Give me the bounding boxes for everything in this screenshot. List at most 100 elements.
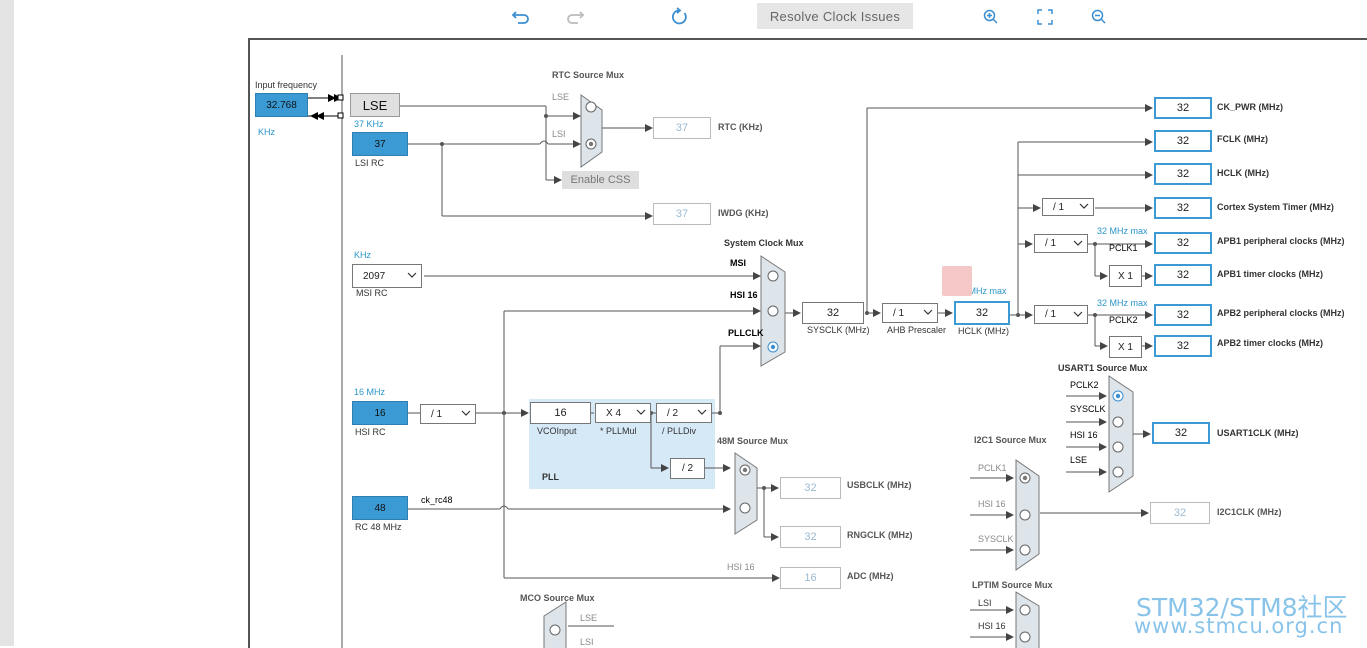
pll-label: PLL <box>542 472 559 482</box>
input-frequency-label: Input frequency <box>255 80 318 90</box>
vco-input-value: 16 <box>530 402 591 424</box>
watermark-line2: www.stmcu.org.cn <box>1134 614 1344 638</box>
mco-mux-shape <box>543 601 567 648</box>
ahb-prescaler-label: AHB Prescaler <box>887 325 947 335</box>
lse-oscillator[interactable]: LSE <box>350 93 400 117</box>
apb2-label: APB2 peripheral clocks (MHz) <box>1217 308 1345 318</box>
lse-frequency-input[interactable]: 32.768 <box>255 93 308 117</box>
usart1-mux-title: USART1 Source Mux <box>1058 363 1148 373</box>
usart1clk-label: USART1CLK (MHz) <box>1217 428 1299 438</box>
lptim-mux-shape <box>1015 591 1040 648</box>
pll-source-divider-select[interactable]: / 1 <box>420 404 476 424</box>
hsi-rc-value[interactable]: 16 <box>352 401 408 425</box>
fit-screen-icon[interactable] <box>1034 6 1056 28</box>
i2c1-in-pclk1: PCLK1 <box>978 463 1007 473</box>
pll-source-divider-value: / 1 <box>431 408 443 420</box>
systimer-output: 32 <box>1154 197 1212 219</box>
zoom-in-icon[interactable] <box>980 6 1002 28</box>
chevron-down-icon <box>1073 240 1083 246</box>
apb1-output: 32 <box>1154 232 1212 254</box>
hclk-output: 32 <box>1154 163 1212 185</box>
zoom-out-icon[interactable] <box>1088 6 1110 28</box>
pclk2-label: PCLK2 <box>1109 315 1138 325</box>
pclk1-label: PCLK1 <box>1109 243 1138 253</box>
iwdg-output: 37 <box>653 203 711 225</box>
msi-range-select[interactable]: 2097 <box>352 264 422 288</box>
usart1clk-output: 32 <box>1152 422 1210 444</box>
chevron-down-icon <box>407 272 417 278</box>
lse-unit: KHz <box>258 127 276 137</box>
redo-icon[interactable] <box>564 6 586 28</box>
48m-mux-title: 48M Source Mux <box>717 436 789 446</box>
sysmux-in-msi: MSI <box>730 258 747 268</box>
rtc-mux-title: RTC Source Mux <box>552 70 625 80</box>
chevron-down-icon <box>697 409 707 415</box>
adc-input-label: HSI 16 <box>727 562 755 572</box>
ahb-prescaler-select[interactable]: / 1 <box>882 303 938 323</box>
hclk-input[interactable]: 32 <box>954 301 1010 325</box>
lptim-in-lsi: LSI <box>978 598 992 608</box>
usart1-in-hsi: HSI 16 <box>1070 430 1098 440</box>
i2c1-in-sysclk: SYSCLK <box>978 534 1014 544</box>
adc-label: ADC (MHz) <box>847 571 894 581</box>
msi-unit: KHz <box>354 250 372 260</box>
clock-wires <box>308 55 1153 648</box>
mco-in-lse: LSE <box>580 613 598 623</box>
left-panel <box>14 0 248 646</box>
system-clock-mux-title: System Clock Mux <box>724 238 804 248</box>
rtc-output-label: RTC (KHz) <box>718 122 763 132</box>
system-mux-shape <box>760 255 786 367</box>
resolve-clock-issues-button[interactable]: Resolve Clock Issues <box>757 3 913 29</box>
rtc-in-lse: LSE <box>552 92 570 102</box>
pll-mul-select[interactable]: X 4 <box>595 403 651 423</box>
lsi-rc-value[interactable]: 37 <box>352 132 408 156</box>
apb2-timer-output: 32 <box>1154 335 1212 357</box>
pll-div-value: / 2 <box>667 407 679 419</box>
mco-mux-title: MCO Source Mux <box>520 593 595 603</box>
hsi-rc-label: HSI RC <box>355 427 386 437</box>
apb1-timer-output: 32 <box>1154 264 1212 286</box>
mco-in-lsi: LSI <box>580 637 594 647</box>
rc48-label: RC 48 MHz <box>355 522 402 532</box>
refresh-icon[interactable] <box>668 6 690 28</box>
sysmux-in-pll: PLLCLK <box>728 328 764 338</box>
hsi-frequency: 16 MHz <box>354 387 386 397</box>
48m-mux-shape <box>734 452 758 535</box>
lptim-in-hsi: HSI 16 <box>978 621 1006 631</box>
apb1-max: 32 MHz max <box>1097 226 1148 236</box>
enable-css-button[interactable]: Enable CSS <box>562 171 639 189</box>
undo-icon[interactable] <box>510 6 532 28</box>
chevron-down-icon <box>1073 311 1083 317</box>
apb1-timer-multiplier: X 1 <box>1109 265 1142 287</box>
msi-range-value: 2097 <box>363 270 386 282</box>
toolbar: Resolve Clock Issues <box>248 0 1367 36</box>
sysmux-in-hsi: HSI 16 <box>730 290 758 300</box>
clock-diagram-canvas: Input frequency 32.768 KHz LSE 37 KHz 37… <box>248 38 1367 648</box>
iwdg-output-label: IWDG (KHz) <box>718 208 769 218</box>
apb1-divider-select[interactable]: / 1 <box>1034 234 1088 253</box>
apb2-divider-value: / 1 <box>1045 309 1057 320</box>
systimer-divider-value: / 1 <box>1053 201 1065 213</box>
i2c1clk-output: 32 <box>1150 502 1210 524</box>
apb1-divider-value: / 1 <box>1045 238 1057 249</box>
pll-div-select[interactable]: / 2 <box>656 403 712 423</box>
apb2-divider-select[interactable]: / 1 <box>1034 305 1088 324</box>
usart1-in-lse: LSE <box>1070 455 1088 465</box>
pll-mul-value: X 4 <box>606 407 622 419</box>
sysclk-value[interactable]: 32 <box>802 302 864 324</box>
fclk-output: 32 <box>1154 130 1212 152</box>
usbclk-label: USBCLK (MHz) <box>847 480 912 490</box>
usart1-in-pclk2: PCLK2 <box>1070 380 1099 390</box>
systimer-divider-select[interactable]: / 1 <box>1042 198 1094 216</box>
hclk-input-label: HCLK (MHz) <box>958 326 1009 336</box>
rc48-value[interactable]: 48 <box>352 496 408 520</box>
rtc-in-lsi: LSI <box>552 129 566 139</box>
vco-input-label: VCOInput <box>537 426 577 436</box>
chevron-down-icon <box>923 309 933 315</box>
ck-rc48-signal: ck_rc48 <box>421 495 453 505</box>
sysclk-label: SYSCLK (MHz) <box>807 325 870 335</box>
ck-pwr-output: 32 <box>1154 97 1212 119</box>
rtc-output: 37 <box>653 117 711 139</box>
usbclk-output: 32 <box>780 477 841 499</box>
left-sidebar <box>0 0 15 646</box>
